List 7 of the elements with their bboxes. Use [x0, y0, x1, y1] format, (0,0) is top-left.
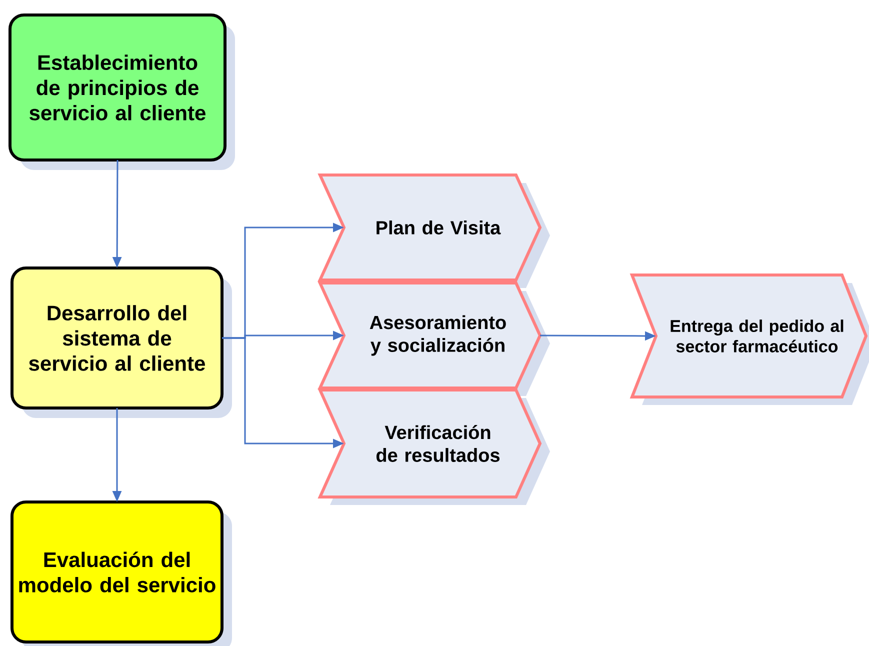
chevron-step: Verificación de resultados — [318, 388, 550, 505]
chevron-step: Entrega del pedido al sector farmacéutico — [630, 274, 869, 405]
process-box: Desarrollo del sistema de servicio al cliente — [10, 266, 232, 418]
process-box: Evaluación del modelo del servicio — [10, 500, 232, 646]
chevron-step: Asesoramiento y socialización — [318, 282, 550, 396]
chevron-step: Plan de Visita — [318, 174, 550, 288]
process-box: Establecimiento de principios de servicio al cliente — [8, 14, 235, 170]
